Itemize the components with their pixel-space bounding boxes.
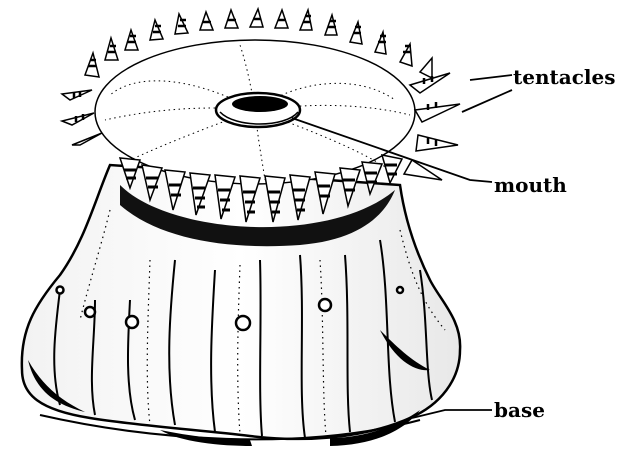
label-base: base xyxy=(494,398,545,422)
label-tentacles: tentacles xyxy=(513,65,615,89)
tentacles-leader-lower xyxy=(462,90,512,112)
mouth-opening xyxy=(216,93,300,127)
label-mouth: mouth xyxy=(494,173,567,197)
tentacles-leader-upper xyxy=(470,75,512,80)
anemone-column xyxy=(22,165,460,446)
